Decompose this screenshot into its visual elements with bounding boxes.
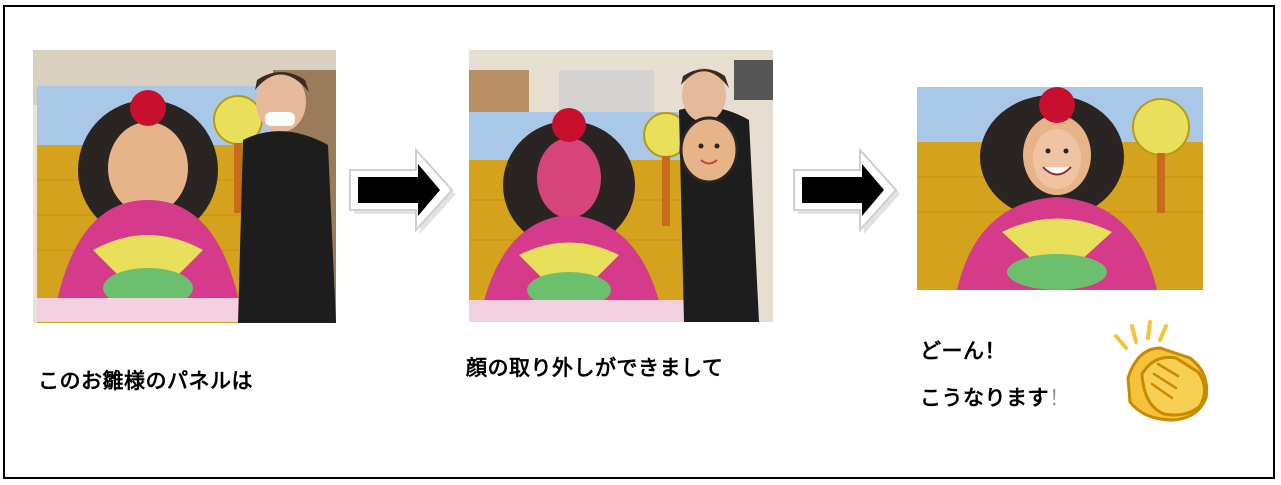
photo-panel-face-removed	[469, 50, 773, 322]
photo-face-through-panel	[917, 87, 1203, 290]
right-arrow-icon	[793, 148, 900, 234]
caption-step3-text: こうなります	[920, 386, 1049, 410]
right-arrow-icon	[349, 148, 456, 234]
caption-step3-line2: こうなります！	[920, 382, 1071, 412]
caption-step3-line1: どーん！	[920, 339, 1006, 363]
caption-step2: 顔の取り外しができまして	[466, 356, 724, 380]
caption-step1: このお雛様のパネルは	[38, 369, 253, 393]
photo-panel-with-face	[33, 50, 336, 323]
clapping-hands-icon	[1114, 320, 1209, 422]
caption-step3-mark: ！	[1049, 386, 1071, 410]
